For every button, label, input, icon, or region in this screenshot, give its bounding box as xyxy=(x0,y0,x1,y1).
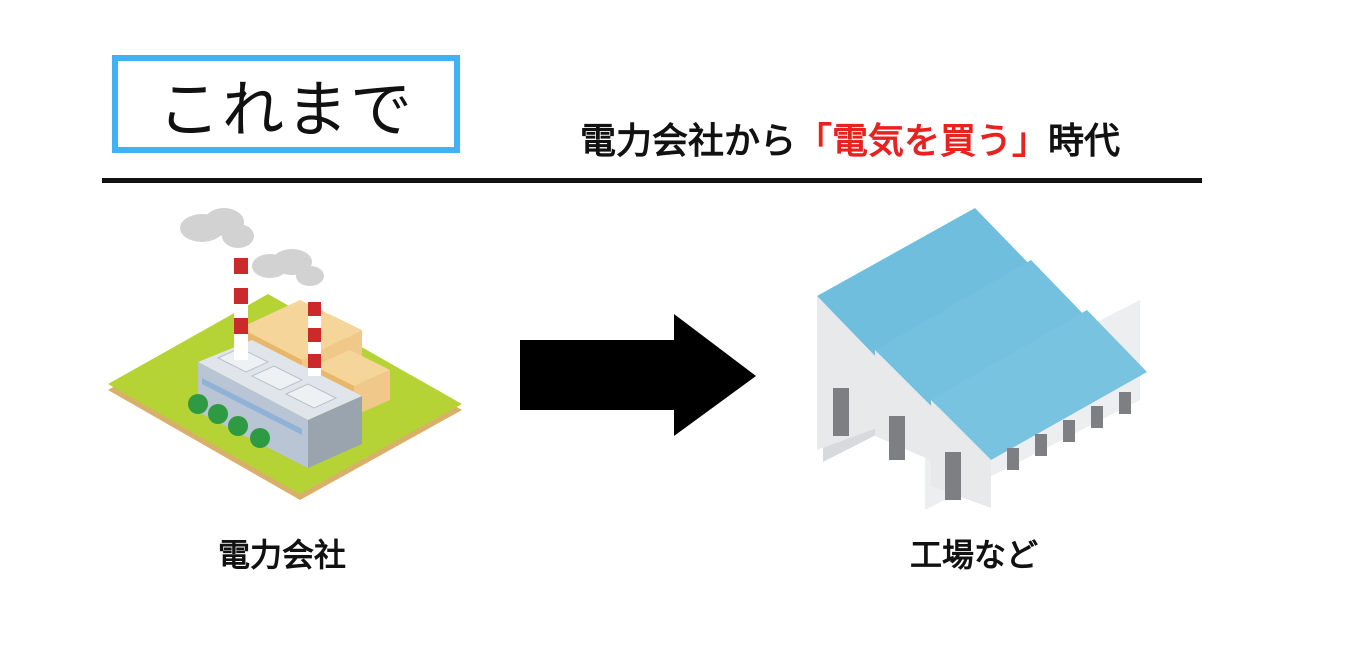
headline-prefix: 電力会社から xyxy=(580,121,797,162)
destination-label: 工場など xyxy=(910,536,1039,574)
power-plant-icon xyxy=(108,208,462,500)
era-label: これまで xyxy=(157,73,414,146)
source-label: 電力会社 xyxy=(218,536,347,574)
era-label-box: これまで xyxy=(112,55,460,153)
divider-line xyxy=(102,178,1202,183)
right-arrow-icon xyxy=(520,314,756,436)
headline: 電力会社から「電気を買う」時代 xyxy=(580,112,1120,164)
headline-accent: 「電気を買う」 xyxy=(796,121,1049,162)
headline-suffix: 時代 xyxy=(1048,121,1121,162)
factory-icon xyxy=(817,208,1147,510)
